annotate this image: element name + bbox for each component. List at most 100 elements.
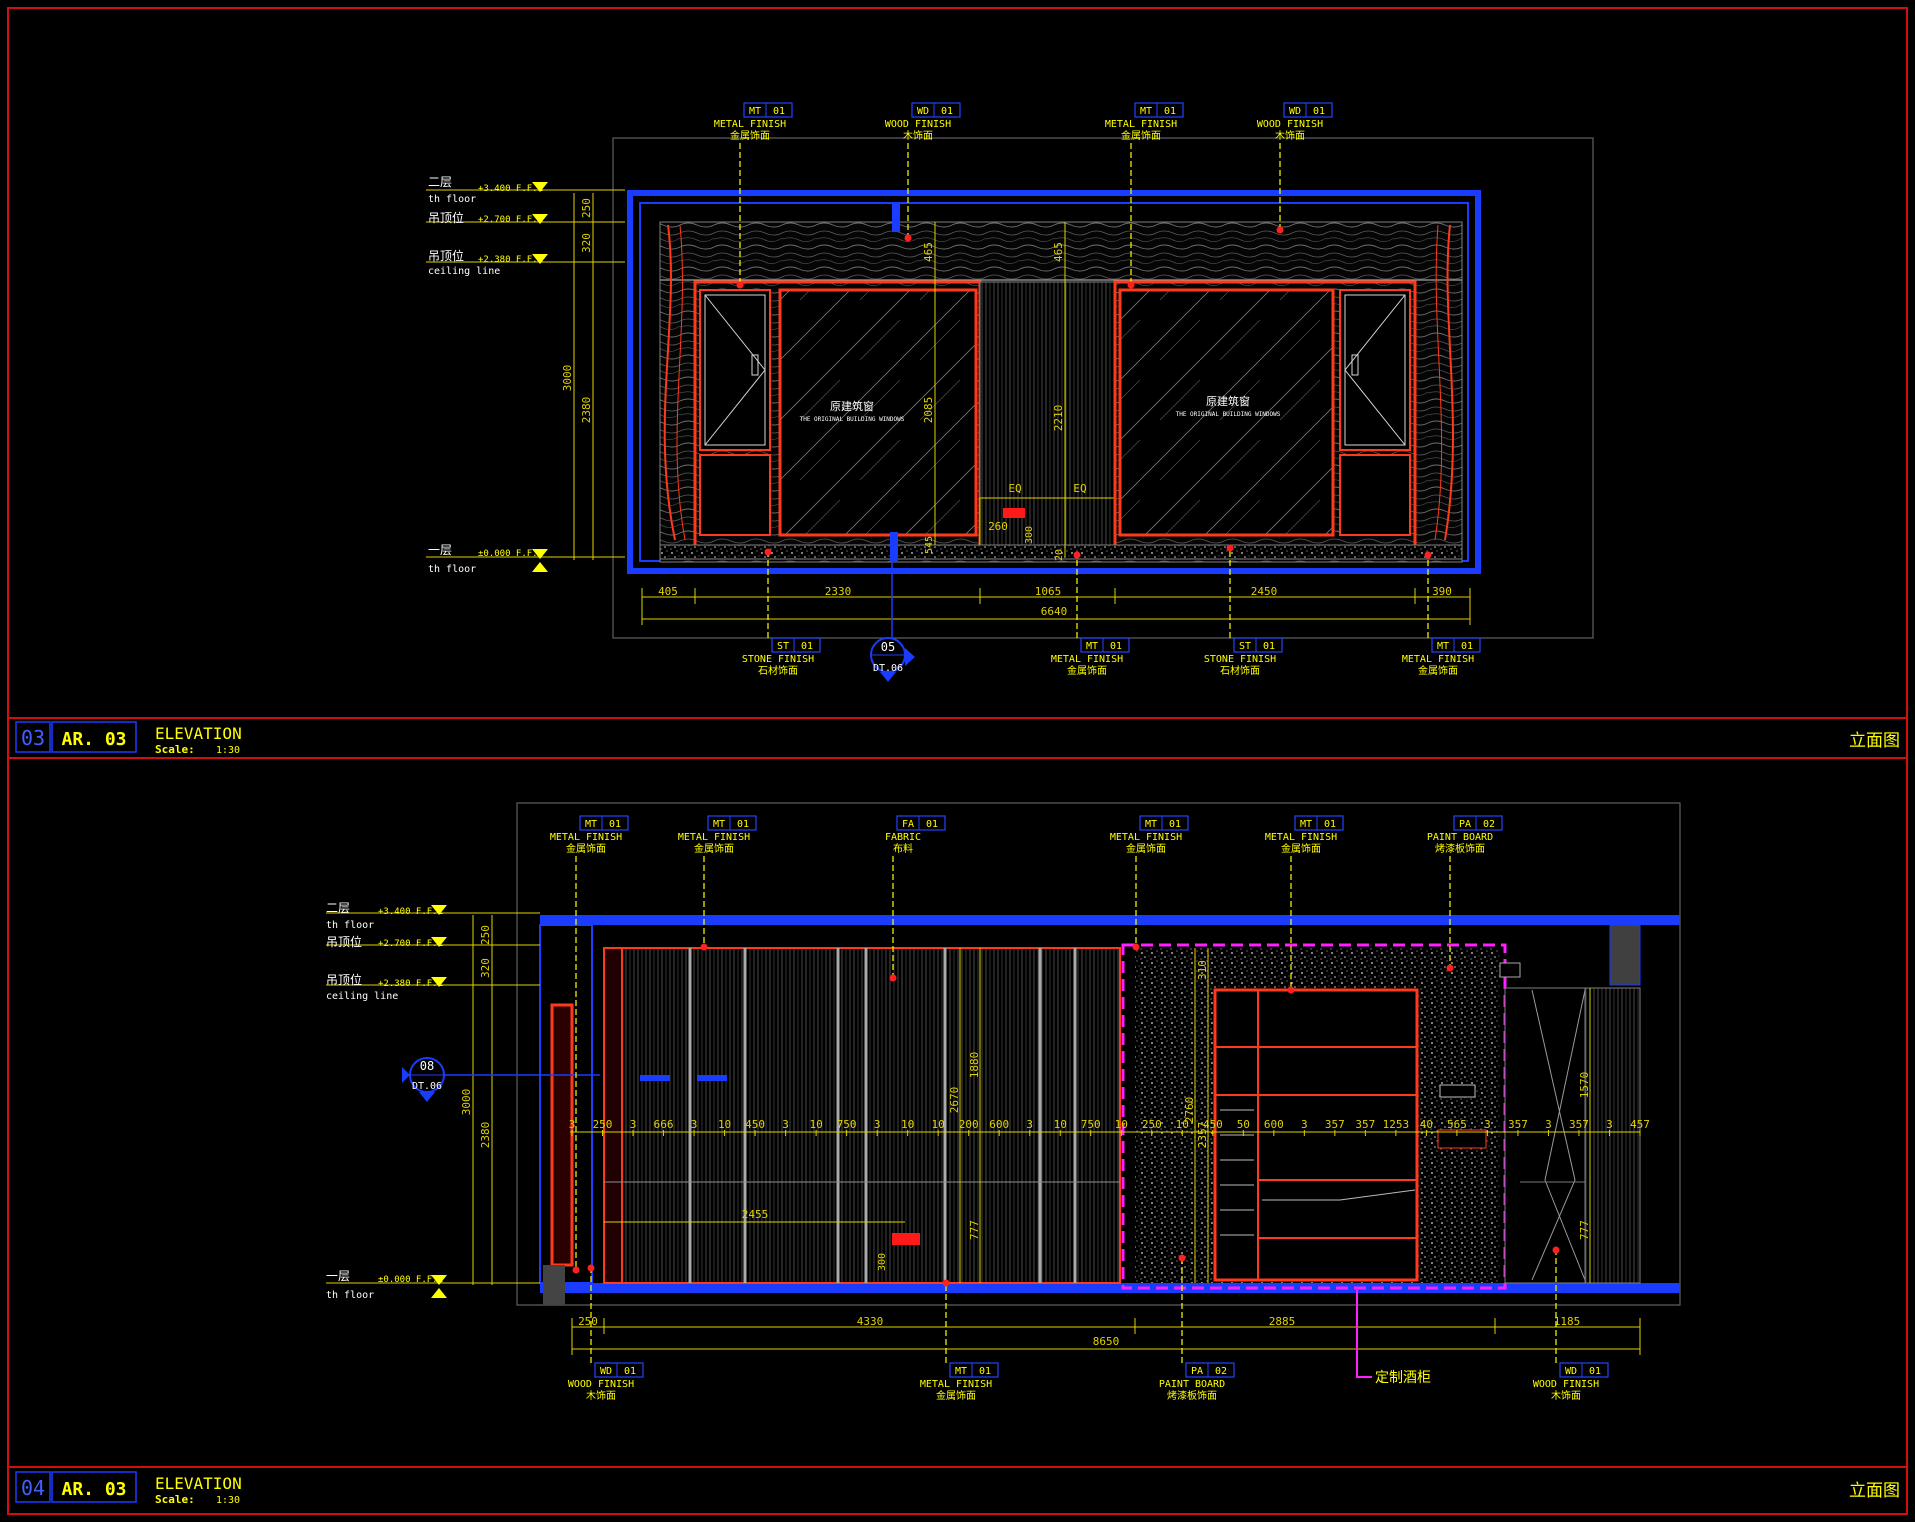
- window-label-cn-left: 原建筑窗: [830, 399, 874, 413]
- level-cn-1: 二层: [428, 175, 452, 189]
- bdim2-total: 8650: [1093, 1335, 1120, 1348]
- idim-300: 300: [877, 1253, 888, 1271]
- row-dim-value: 750: [1081, 1118, 1101, 1131]
- tag-en: PAINT BOARD: [1159, 1379, 1225, 1390]
- vdim2-320: 320: [479, 958, 492, 978]
- glass-window-left: [778, 288, 978, 537]
- elevation-title-cn: 立面图: [1849, 731, 1900, 751]
- dim-300: 300: [1024, 526, 1035, 544]
- level2-en-3: ceiling line: [326, 991, 398, 1002]
- row-dim-value: 10: [1054, 1118, 1067, 1131]
- row-dim-value: 10: [1115, 1118, 1128, 1131]
- tag-num: 01: [941, 106, 953, 117]
- dim-2210: 2210: [1052, 405, 1065, 432]
- level-val-1: +3.400 F.F.L: [478, 184, 543, 194]
- level-val-3: +2.380 F.F.L: [478, 255, 543, 265]
- bottom-dimensions-2: 250 4330 2885 1185 8650: [571, 1315, 1641, 1355]
- dim-465-b: 465: [1052, 242, 1065, 262]
- level2-en-4: th floor: [326, 1290, 374, 1301]
- row-dim-value: 1253: [1383, 1118, 1410, 1131]
- vdim-3000: 3000: [561, 365, 574, 392]
- ceiling-slab: [540, 915, 1680, 925]
- level2-val-1: +3.400 F.F.L: [378, 907, 443, 917]
- tag-num: 01: [773, 106, 785, 117]
- tag-cn: 石材饰面: [1220, 664, 1260, 677]
- idim-1880: 1880: [968, 1052, 981, 1079]
- dim-465-a: 465: [922, 242, 935, 262]
- sheet-ref-2: AR. 03: [61, 1479, 126, 1500]
- level-val-2: +2.700 F.F.L: [478, 215, 543, 225]
- tag-num: 01: [1110, 641, 1122, 652]
- row-dim-value: 200: [959, 1118, 979, 1131]
- viewport-outline-2: [516, 802, 1681, 1306]
- row-dim-value: 357: [1355, 1118, 1375, 1131]
- level-cn-4: 一层: [428, 543, 452, 557]
- bottom-dimensions: 405 2330 1065 2450 390 6640: [641, 585, 1471, 625]
- tag-en: METAL FINISH: [1402, 654, 1474, 665]
- detail-marker-ref: DT.06: [873, 663, 903, 674]
- tag-en: METAL FINISH: [1265, 832, 1337, 843]
- tag-en: METAL FINISH: [1110, 832, 1182, 843]
- bdim-405: 405: [658, 585, 678, 598]
- row-dim-value: 3: [1606, 1118, 1613, 1131]
- tag-en: WOOD FINISH: [1533, 1379, 1599, 1390]
- idim-310: 310: [1196, 960, 1209, 980]
- row-dim-value: 357: [1325, 1118, 1345, 1131]
- tag-code: MT: [585, 819, 597, 830]
- scale-label: Scale:: [155, 743, 195, 756]
- row-dim-value: 457: [1630, 1118, 1650, 1131]
- tag-cn: 烤漆板饰面: [1435, 842, 1485, 855]
- tag-cn: 木饰面: [1551, 1389, 1581, 1402]
- tag-en: METAL FINISH: [550, 832, 622, 843]
- tag-cn: 石材饰面: [758, 664, 798, 677]
- tag-num: 01: [926, 819, 938, 830]
- tag-code: MT: [713, 819, 725, 830]
- bdim-1065: 1065: [1035, 585, 1062, 598]
- scale-label-2: Scale:: [155, 1493, 195, 1506]
- row-dim-value: 600: [1264, 1118, 1284, 1131]
- row-dim-value: 600: [989, 1118, 1009, 1131]
- tag-num: 01: [801, 641, 813, 652]
- tag-code: FA: [902, 819, 914, 830]
- level2-en-1: th floor: [326, 920, 374, 931]
- tag-code: WD: [1289, 106, 1301, 117]
- idim-2455: 2455: [742, 1208, 769, 1221]
- row-dim-value: 3: [1026, 1118, 1033, 1131]
- vdim-320: 320: [580, 233, 593, 253]
- detail-marker-08[interactable]: 08 DT.06: [402, 1057, 600, 1102]
- glass-window-right: [1118, 288, 1335, 537]
- row-dim-value: 565: [1447, 1118, 1467, 1131]
- dim-eq-b: EQ: [1073, 482, 1086, 495]
- row-dim-value: 250: [1142, 1118, 1162, 1131]
- tag-num: 01: [1324, 819, 1336, 830]
- level2-cn-2: 吊顶位: [326, 934, 362, 949]
- tag-en: METAL FINISH: [1051, 654, 1123, 665]
- row-dim-value: 3: [874, 1118, 881, 1131]
- level-en-4: th floor: [428, 564, 476, 575]
- tag-code: PA: [1459, 819, 1471, 830]
- tag-code: MT: [1437, 641, 1449, 652]
- tag-en: STONE FINISH: [742, 654, 814, 665]
- tag-code: MT: [955, 1366, 967, 1377]
- tag-cn: 金属饰面: [1418, 664, 1458, 677]
- tag-en: WOOD FINISH: [1257, 119, 1323, 130]
- row-dim-value: 10: [932, 1118, 945, 1131]
- detail-marker-ref-2: DT.06: [412, 1081, 442, 1092]
- tag-cn: 金属饰面: [566, 842, 606, 855]
- vdim-2380: 2380: [580, 397, 593, 424]
- sheet-ref: AR. 03: [61, 729, 126, 750]
- detail-marker-05[interactable]: 05 DT.06: [870, 560, 915, 682]
- level2-val-3: +2.380 F.F.L: [378, 979, 443, 989]
- bdim2-250: 250: [578, 1315, 598, 1328]
- custom-wine-cabinet-outline: [1121, 943, 1507, 1290]
- tag-num: 01: [1169, 819, 1181, 830]
- tag-num: 01: [1164, 106, 1176, 117]
- vdim2-3000: 3000: [460, 1089, 473, 1116]
- tag-cn: 木饰面: [586, 1389, 616, 1402]
